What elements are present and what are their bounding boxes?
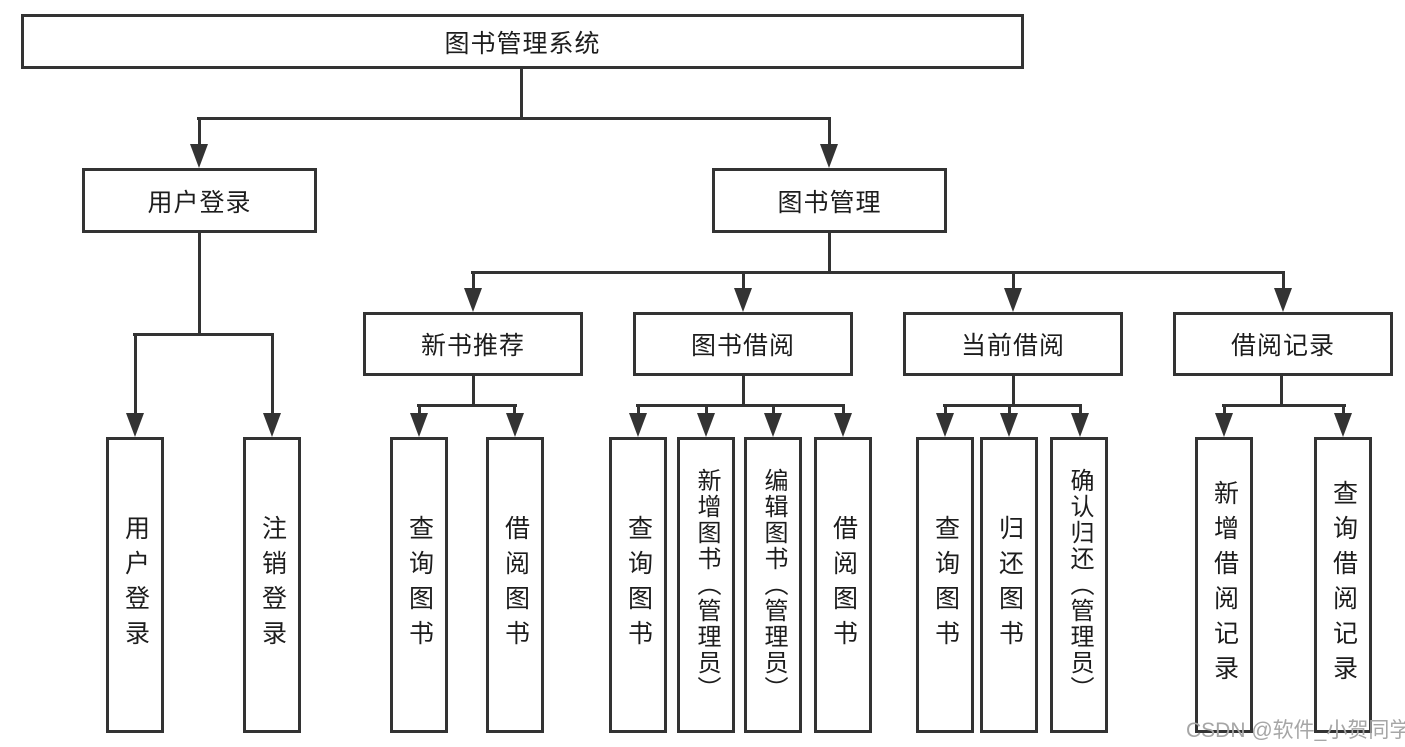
leaf-label: 查询借阅记录 [1329,480,1358,690]
connector-drop [1079,404,1082,416]
leaf-confirm-return-admin: 确认归还（管理员） [1050,437,1108,733]
node-book-management-label: 图书管理 [777,188,882,217]
connector-drop [271,333,274,416]
arrow-down-icon [126,413,144,437]
leaf-logout: 注销登录 [243,437,301,733]
node-new-book-recommend-label: 新书推荐 [420,332,525,360]
node-user-login-label: 用户登录 [147,188,252,217]
leaf-query-books: 查询图书 [916,437,974,733]
connector-drop [1008,404,1011,416]
leaf-label: 注销登录 [258,515,287,655]
connector-root-stem [520,69,523,120]
arrow-down-icon [1000,413,1018,437]
connector-drop [472,271,475,291]
connector-user-login-rail [133,333,274,336]
node-current-borrow: 当前借阅 [903,312,1123,376]
leaf-query-books: 查询图书 [609,437,667,733]
arrow-down-icon [263,413,281,437]
leaf-label: 查询图书 [405,515,434,655]
connector-drop [742,271,745,291]
leaf-user-login: 用户登录 [106,437,164,733]
arrow-down-icon [1274,288,1292,312]
arrow-down-icon [734,288,752,312]
connector-drop [705,404,708,416]
node-current-borrow-label: 当前借阅 [960,332,1065,360]
arrow-down-icon [1071,413,1089,437]
arrow-down-icon [410,413,428,437]
arrow-down-icon [697,413,715,437]
connector-drop [1012,271,1015,291]
leaf-borrow-books: 借阅图书 [486,437,544,733]
connector-rail [417,404,517,407]
connector-stem [1280,374,1283,406]
leaf-label: 新增图书（管理员） [693,468,720,702]
arrow-down-icon [936,413,954,437]
connector-rail [636,404,845,407]
node-book-borrow-label: 图书借阅 [690,332,795,360]
arrow-down-icon [1334,413,1352,437]
leaf-label: 查询图书 [624,515,653,655]
leaf-label: 借阅图书 [501,515,530,655]
leaf-query-books: 查询图书 [390,437,448,733]
arrow-down-icon [1215,413,1233,437]
connector-drop [198,117,201,148]
node-user-login: 用户登录 [82,168,317,233]
connector-stem [472,374,475,406]
leaf-label: 用户登录 [121,515,150,655]
connector-drop [418,404,421,416]
node-root-label: 图书管理系统 [444,29,601,58]
leaf-return-books: 归还图书 [980,437,1038,733]
leaf-label: 借阅图书 [829,515,858,655]
connector-drop [842,404,845,416]
connector-drop [513,404,516,416]
leaf-label: 编辑图书（管理员） [760,468,787,702]
connector-stem [742,374,745,406]
connector-drop [828,117,831,148]
connector-drop [944,404,947,416]
arrow-down-icon [820,144,838,168]
leaf-label: 归还图书 [995,515,1024,655]
connector-book-management-stem [828,233,831,273]
csdn-watermark: CSDN @软件_小贺同学 [1186,719,1405,742]
connector-drop [1282,271,1285,291]
node-book-management: 图书管理 [712,168,947,233]
connector-drop [637,404,640,416]
connector-user-login-stem [198,233,201,335]
connector-level2-rail [197,117,831,120]
connector-rail [1222,404,1346,407]
leaf-label: 确认归还（管理员） [1066,468,1093,702]
leaf-label: 查询图书 [931,515,960,655]
node-borrow-records: 借阅记录 [1173,312,1393,376]
node-borrow-records-label: 借阅记录 [1230,332,1335,360]
connector-level3-rail [471,271,1284,274]
arrow-down-icon [629,413,647,437]
arrow-down-icon [1004,288,1022,312]
arrow-down-icon [506,413,524,437]
connector-drop [772,404,775,416]
node-root: 图书管理系统 [21,14,1024,69]
node-new-book-recommend: 新书推荐 [363,312,583,376]
connector-rail [943,404,1082,407]
connector-drop [1342,404,1345,416]
arrow-down-icon [464,288,482,312]
leaf-borrow-books: 借阅图书 [814,437,872,733]
arrow-down-icon [764,413,782,437]
leaf-add-borrow-record: 新增借阅记录 [1195,437,1253,733]
connector-stem [1012,374,1015,406]
connector-drop [1223,404,1226,416]
arrow-down-icon [834,413,852,437]
node-book-borrow: 图书借阅 [633,312,853,376]
connector-drop [134,333,137,416]
leaf-query-borrow-record: 查询借阅记录 [1314,437,1372,733]
arrow-down-icon [190,144,208,168]
leaf-add-book-admin: 新增图书（管理员） [677,437,735,733]
leaf-label: 新增借阅记录 [1210,480,1239,690]
leaf-edit-book-admin: 编辑图书（管理员） [744,437,802,733]
